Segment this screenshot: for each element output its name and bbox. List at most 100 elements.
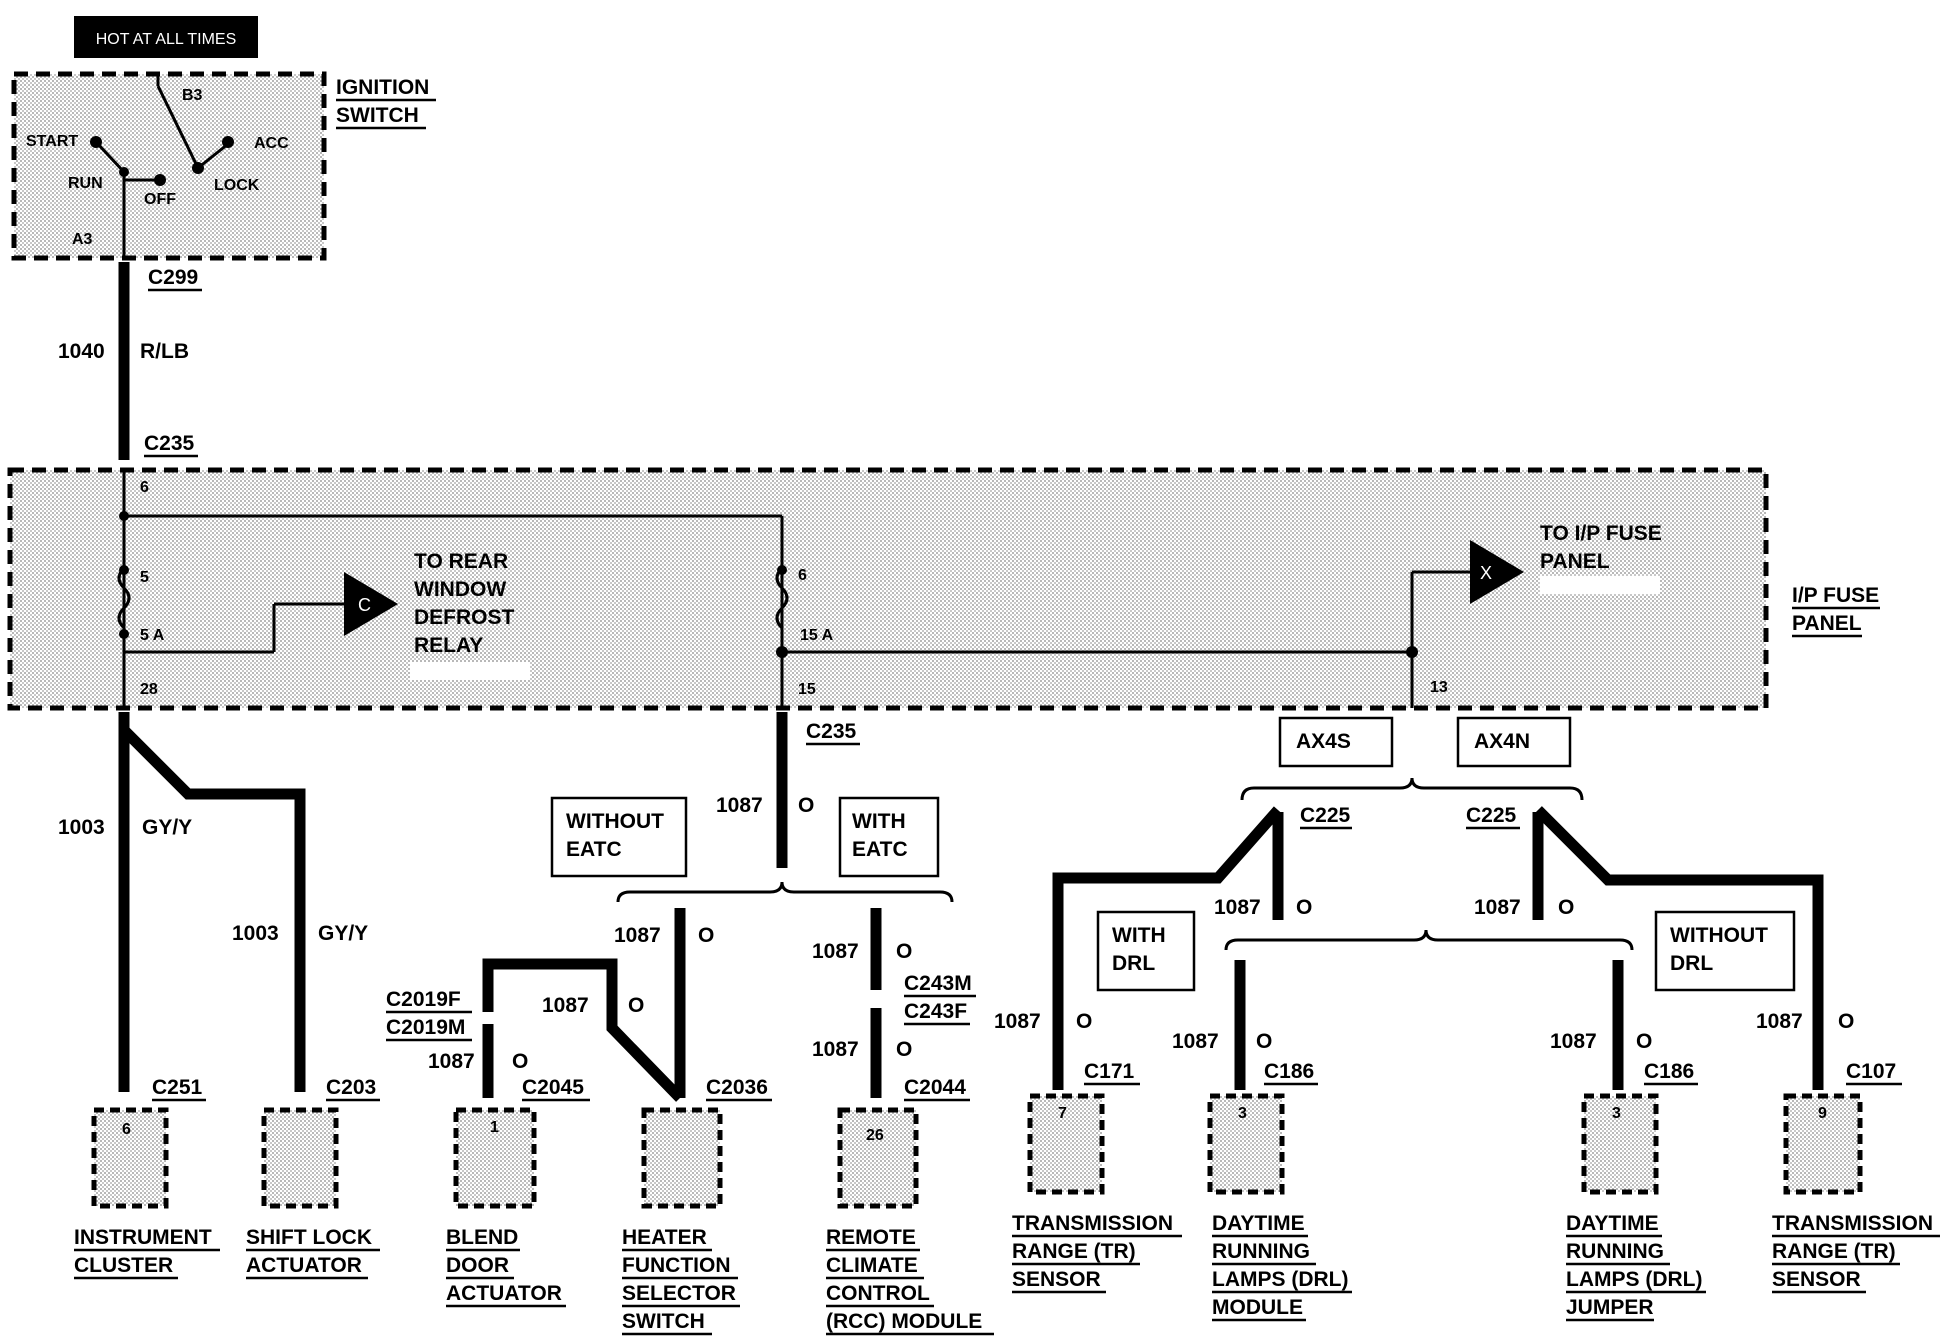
svg-text:RUNNING: RUNNING [1212,1240,1310,1263]
svg-text:ACTUATOR: ACTUATOR [446,1282,562,1305]
svg-text:6: 6 [140,479,149,496]
svg-text:C243F: C243F [904,1000,967,1023]
svg-text:C203: C203 [326,1076,376,1099]
svg-text:WITH: WITH [1112,924,1166,947]
right-branch: AX4S AX4N C225 1087 O C225 1087 O WITH D… [994,716,1854,1090]
svg-text:28: 28 [140,681,158,698]
svg-text:WINDOW: WINDOW [414,578,506,601]
svg-text:DOOR: DOOR [446,1254,509,1277]
component-shift-lock-actuator: C203 SHIFT LOCK ACTUATOR [246,1076,380,1280]
svg-text:1087: 1087 [1550,1030,1597,1053]
svg-text:LAMPS (DRL): LAMPS (DRL) [1212,1268,1348,1291]
svg-text:O: O [798,794,814,817]
svg-text:C186: C186 [1264,1060,1314,1083]
component-transmission-range-sensor-ax4s: C171 7 TRANSMISSION RANGE (TR) SENSOR [1012,1060,1182,1294]
ax4s-box [1278,716,1394,768]
component-drl-jumper: C186 3 DAYTIME RUNNING LAMPS (DRL) JUMPE… [1566,1060,1706,1322]
svg-text:C2045: C2045 [522,1076,584,1099]
svg-text:1087: 1087 [1474,896,1521,919]
svg-text:O: O [698,924,714,947]
svg-text:DRL: DRL [1112,952,1155,975]
svg-text:9: 9 [1818,1105,1827,1122]
svg-text:C225: C225 [1466,804,1517,827]
svg-text:O: O [1256,1030,1272,1053]
svg-text:3: 3 [1238,1105,1247,1122]
component-heater-function-selector-switch: C2036 HEATER FUNCTION SELECTOR SWITCH [622,1076,772,1336]
svg-text:C2019M: C2019M [386,1016,465,1039]
svg-text:O: O [1838,1010,1854,1033]
svg-text:1087: 1087 [994,1010,1041,1033]
svg-text:C2036: C2036 [706,1076,768,1099]
svg-text:ACC: ACC [254,135,289,152]
svg-text:C243M: C243M [904,972,972,995]
svg-text:5 A: 5 A [140,627,165,644]
svg-text:1040: 1040 [58,340,105,363]
svg-text:WITHOUT: WITHOUT [566,810,664,833]
svg-text:1087: 1087 [1214,896,1261,919]
svg-text:LOCK: LOCK [214,177,260,194]
svg-text:C2019F: C2019F [386,988,461,1011]
svg-text:DEFROST: DEFROST [414,606,515,629]
svg-text:FUNCTION: FUNCTION [622,1254,731,1277]
component-instrument-cluster: C251 6 INSTRUMENT CLUSTER [74,1076,220,1280]
svg-text:C171: C171 [1084,1060,1135,1083]
svg-text:I/P FUSE: I/P FUSE [1792,584,1879,607]
svg-text:O: O [896,940,912,963]
svg-text:O: O [1076,1010,1092,1033]
svg-text:RUN: RUN [68,175,103,192]
svg-text:RANGE (TR): RANGE (TR) [1772,1240,1896,1263]
svg-text:BLEND: BLEND [446,1226,518,1249]
svg-text:X: X [1480,563,1492,583]
svg-text:1087: 1087 [1172,1030,1219,1053]
svg-text:ACTUATOR: ACTUATOR [246,1254,362,1277]
svg-text:1087: 1087 [716,794,763,817]
svg-text:C235: C235 [144,432,195,455]
svg-text:CLUSTER: CLUSTER [74,1254,173,1277]
svg-text:TRANSMISSION: TRANSMISSION [1772,1212,1933,1235]
svg-text:START: START [26,133,78,150]
svg-text:C299: C299 [148,266,198,289]
svg-text:WITH: WITH [852,810,906,833]
svg-text:CLIMATE: CLIMATE [826,1254,918,1277]
svg-text:O: O [628,994,644,1017]
middle-branch: C235 1087 O WITHOUT EATC WITH EATC 1087 … [386,712,976,1102]
with-drl-box [1096,910,1196,992]
svg-text:GY/Y: GY/Y [318,922,368,945]
svg-text:PANEL: PANEL [1792,612,1862,635]
svg-text:TO I/P FUSE: TO I/P FUSE [1540,522,1662,545]
svg-text:OFF: OFF [144,191,176,208]
svg-text:O: O [1558,896,1574,919]
without-drl-box [1654,910,1796,992]
svg-text:R/LB: R/LB [140,340,189,363]
svg-text:6: 6 [122,1121,131,1138]
component-drl-module: C186 3 DAYTIME RUNNING LAMPS (DRL) MODUL… [1207,1060,1352,1322]
svg-text:6: 6 [798,567,807,584]
svg-text:1087: 1087 [428,1050,475,1073]
svg-text:HEATER: HEATER [622,1226,707,1249]
svg-text:26: 26 [866,1127,884,1144]
svg-text:1003: 1003 [232,922,279,945]
svg-text:C186: C186 [1644,1060,1694,1083]
svg-text:1: 1 [490,1119,499,1136]
svg-text:C2044: C2044 [904,1076,966,1099]
svg-text:5: 5 [140,569,149,586]
svg-text:IGNITION: IGNITION [336,76,429,99]
svg-text:13: 13 [1430,679,1448,696]
svg-text:EATC: EATC [566,838,622,861]
without-eatc-box [550,796,688,878]
svg-text:C107: C107 [1846,1060,1896,1083]
svg-text:A3: A3 [72,231,93,248]
svg-text:C235: C235 [806,720,857,743]
svg-text:C251: C251 [152,1076,203,1099]
svg-text:SENSOR: SENSOR [1012,1268,1101,1291]
svg-text:1087: 1087 [812,1038,859,1061]
svg-text:15 A: 15 A [800,627,834,644]
svg-text:SWITCH: SWITCH [622,1310,705,1333]
hot-at-all-times-label: HOT AT ALL TIMES [74,16,258,58]
svg-text:1087: 1087 [812,940,859,963]
ip-fuse-panel: I/P FUSE PANEL 6 5 5 A 28 6 15 A 15 13 C… [7,467,1880,711]
wire-1040: C299 1040 R/LB C235 [58,262,202,460]
svg-text:WITHOUT: WITHOUT [1670,924,1768,947]
svg-text:3: 3 [1612,1105,1621,1122]
